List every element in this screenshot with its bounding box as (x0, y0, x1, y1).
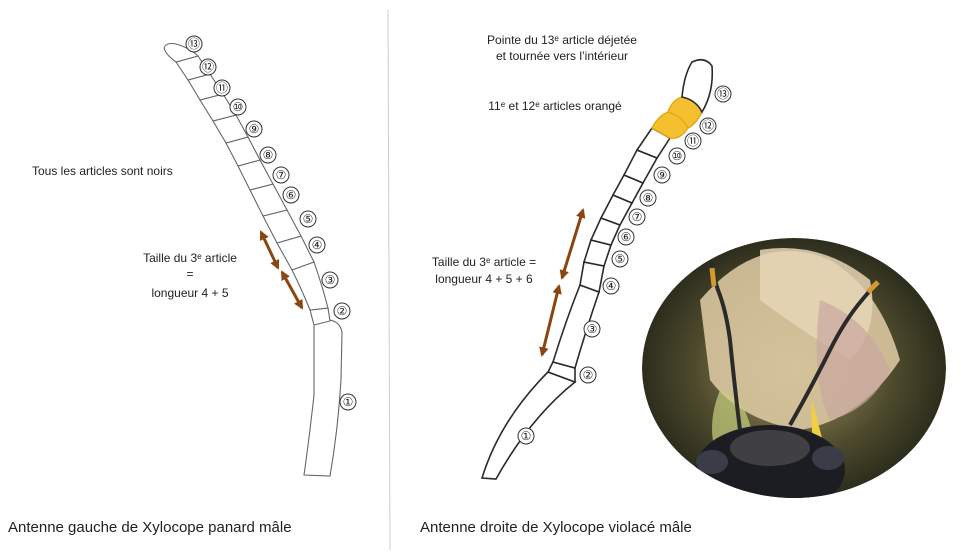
left-segment-1 (303, 319, 343, 477)
right-size-rule-2: longueur 4 + 5 + 6 (435, 272, 533, 286)
left-size-rule-1: Taille du 3ᵉ article (143, 251, 237, 265)
left-num-1: ① (343, 395, 354, 409)
left-segment-numbers: ⑬ ⑫ ⑪ ⑩ ⑨ ⑧ ⑦ ⑥ ⑤ ④ ③ ② ① (185, 35, 357, 411)
right-num-1: ① (521, 429, 532, 443)
left-note: Tous les articles sont noirs (32, 164, 173, 178)
right-orange-note: 11ᵉ et 12ᵉ articles orangé (488, 99, 622, 113)
panel-divider (387, 9, 391, 551)
right-num-7: ⑦ (632, 210, 643, 224)
left-num-11: ⑪ (216, 81, 228, 95)
left-size-rule-3: longueur 4 + 5 (151, 286, 228, 300)
right-num-9: ⑨ (657, 168, 668, 182)
right-antenna (480, 58, 714, 480)
left-num-2: ② (337, 304, 348, 318)
right-segment-13 (681, 58, 714, 114)
right-num-11: ⑪ (687, 134, 699, 148)
right-num-3: ③ (587, 322, 598, 336)
left-num-10: ⑩ (233, 100, 244, 114)
left-antenna (163, 42, 343, 477)
right-arrow-upper (559, 208, 586, 280)
bee-photo-inset (642, 238, 946, 498)
right-tip-note-1: Pointe du 13ᵉ article déjetée (487, 33, 637, 47)
left-num-4: ④ (312, 238, 323, 252)
left-num-12: ⑫ (202, 60, 214, 74)
left-num-13: ⑬ (188, 37, 200, 51)
left-size-rule-2: = (186, 267, 193, 281)
left-num-8: ⑧ (263, 148, 274, 162)
right-arrow-lower (539, 284, 562, 357)
right-segment-numbers: ⑬ ⑫ ⑪ ⑩ ⑨ ⑧ ⑦ ⑥ ⑤ ④ ③ ② ① (517, 85, 732, 445)
left-arrow-upper (259, 230, 280, 270)
right-tip-note-2: et tournée vers l’intérieur (496, 49, 628, 63)
left-num-5: ⑤ (303, 212, 314, 226)
right-num-5: ⑤ (615, 252, 626, 266)
left-num-9: ⑨ (249, 122, 260, 136)
right-num-10: ⑩ (672, 149, 683, 163)
right-num-6: ⑥ (621, 230, 632, 244)
left-num-7: ⑦ (276, 168, 287, 182)
left-num-3: ③ (325, 273, 336, 287)
left-num-6: ⑥ (286, 188, 297, 202)
right-num-8: ⑧ (643, 191, 654, 205)
right-num-2: ② (583, 368, 594, 382)
left-arrow-lower (280, 270, 304, 310)
right-caption: Antenne droite de Xylocope violacé mâle (420, 519, 692, 536)
right-num-4: ④ (606, 279, 617, 293)
right-segment-1 (480, 371, 577, 480)
right-num-12: ⑫ (702, 119, 714, 133)
left-caption: Antenne gauche de Xylocope panard mâle (8, 519, 292, 536)
right-num-13: ⑬ (717, 87, 729, 101)
right-size-rule-1: Taille du 3ᵉ article = (432, 255, 536, 269)
